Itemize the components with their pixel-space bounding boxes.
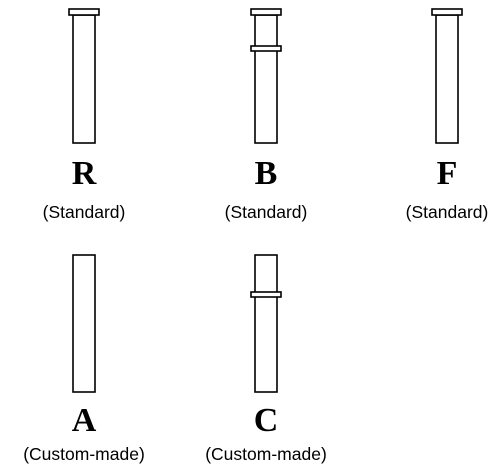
post-f-caption: (Standard) [406,202,489,222]
post-b-letter: B [255,155,278,192]
post-r-top-cap [68,8,100,16]
post-a-shaft [72,254,96,393]
post-type-r: R (Standard) [43,8,126,222]
post-b-top-cap [250,8,282,16]
post-type-f: F (Standard) [406,8,489,222]
post-c-letter: C [254,402,279,439]
post-a-letter: A [72,402,97,439]
post-f-top-cap [431,8,463,16]
post-b-middle-ring [250,45,282,52]
post-r-letter: R [72,155,97,192]
post-f-shaft [435,14,459,144]
post-a-drawing [72,254,96,393]
post-b-drawing [250,8,282,144]
post-r-caption: (Standard) [43,202,126,222]
post-b-caption: (Standard) [225,202,308,222]
post-c-drawing [250,254,282,393]
post-f-drawing [431,8,463,144]
post-b-shaft [254,14,278,144]
post-c-middle-ring [250,291,282,298]
post-a-caption: (Custom-made) [23,444,145,464]
post-c-caption: (Custom-made) [205,444,327,464]
post-r-shaft [72,14,96,144]
post-type-b: B (Standard) [225,8,308,222]
post-r-drawing [68,8,100,144]
post-f-letter: F [437,155,458,192]
post-type-a: A (Custom-made) [23,254,145,464]
post-c-shaft [254,254,278,393]
post-type-c: C (Custom-made) [205,254,327,464]
